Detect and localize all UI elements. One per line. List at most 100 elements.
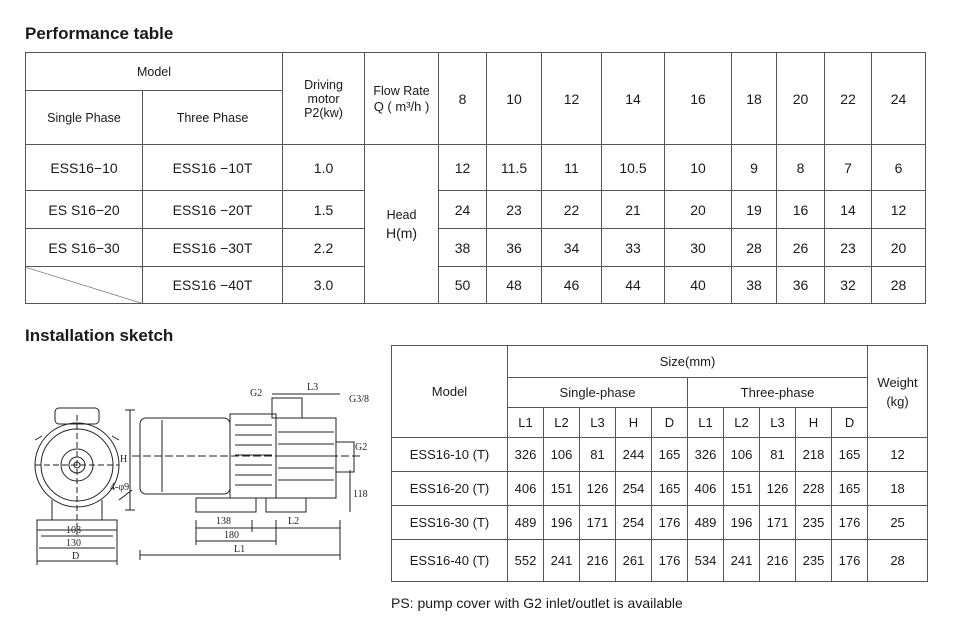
table-cell: L2	[543, 407, 580, 438]
table-cell: 11.5	[486, 144, 543, 191]
three-phase-header: Three Phase	[141, 90, 284, 145]
table-cell: 28	[867, 539, 929, 582]
table-cell: 326	[687, 437, 724, 472]
installation-title: Installation sketch	[25, 326, 174, 345]
table-cell: 196	[723, 505, 760, 540]
table-cell: 10	[664, 144, 733, 191]
table-cell: 165	[830, 437, 869, 472]
table-cell: L3	[579, 407, 616, 438]
dim-138: 138	[216, 516, 231, 527]
table-cell: 22	[541, 190, 603, 229]
footnote: PS: pump cover with G2 inlet/outlet is a…	[391, 595, 683, 611]
size-single-phase-header: Single-phase	[507, 377, 688, 408]
table-cell: 12	[871, 190, 927, 229]
table-cell: 244	[615, 437, 652, 472]
table-cell: 235	[795, 505, 832, 540]
table-cell: 32	[824, 266, 873, 304]
dim-holes: 4-φ9	[110, 482, 129, 493]
dim-g38: G3/8	[349, 394, 369, 405]
table-cell: 23	[486, 190, 543, 229]
table-cell: 26	[776, 228, 826, 267]
table-cell: 10.5	[601, 144, 666, 191]
table-cell: 36	[776, 266, 826, 304]
flow-value: 14	[601, 52, 666, 145]
table-cell: 38	[438, 228, 488, 267]
flow-value: 24	[871, 52, 927, 145]
performance-table: Model Driving motor P2(kw) Flow Rate Q (…	[24, 52, 927, 304]
installation-sketch: G2 L3 G3/8 G2 H 118 138 L2 180 L1 108 13…	[34, 382, 369, 565]
table-cell: 18	[867, 471, 929, 506]
table-cell: 20	[871, 228, 927, 267]
table-cell: 406	[687, 471, 724, 506]
dim-118: 118	[353, 489, 368, 500]
head-label: Head H(m)	[364, 144, 440, 304]
flow-value: 18	[731, 52, 778, 145]
table-cell: 489	[687, 505, 724, 540]
table-cell: 106	[543, 437, 580, 472]
table-cell: 23	[824, 228, 873, 267]
table-cell: 406	[507, 471, 544, 506]
table-cell: 33	[601, 228, 666, 267]
dim-130: 130	[66, 538, 81, 549]
table-cell: 21	[601, 190, 666, 229]
table-cell: 151	[543, 471, 580, 506]
table-cell: 44	[601, 266, 666, 304]
table-cell: 196	[543, 505, 580, 540]
single-phase-header: Single Phase	[25, 90, 143, 145]
table-cell: 38	[731, 266, 778, 304]
table-cell: ESS16-10 (T)	[391, 437, 508, 472]
table-cell: H	[615, 407, 652, 438]
table-cell: 326	[507, 437, 544, 472]
table-cell: L3	[759, 407, 796, 438]
table-row: ES S16−20 ESS16 −20T 1.5 24 23 22 21 20 …	[25, 190, 927, 229]
table-cell: 126	[759, 471, 796, 506]
table-cell: 6	[871, 144, 927, 191]
table-cell: 126	[579, 471, 616, 506]
size-table: Model Size(mm) Weight (kg) Single-phase …	[391, 345, 929, 582]
flow-value: 22	[824, 52, 873, 145]
table-cell: ESS16 −40T	[141, 266, 284, 304]
table-cell: ES S16−30	[25, 228, 143, 267]
table-cell: 46	[541, 266, 603, 304]
table-cell: 151	[723, 471, 760, 506]
table-cell: 8	[776, 144, 826, 191]
table-cell: 24	[438, 190, 488, 229]
table-cell: 40	[664, 266, 733, 304]
table-cell: 1.5	[282, 190, 366, 229]
table-cell: 165	[651, 437, 688, 472]
table-cell: 9	[731, 144, 778, 191]
table-row: ES S16−30 ESS16 −30T 2.2 38 36 34 33 30 …	[25, 228, 927, 267]
weight-header: Weight (kg)	[867, 345, 929, 438]
table-cell: 176	[651, 505, 688, 540]
table-cell: ESS16 −20T	[141, 190, 284, 229]
dim-108: 108	[66, 525, 81, 536]
table-cell: 36	[486, 228, 543, 267]
table-cell: ESS16-40 (T)	[391, 539, 508, 582]
table-cell: 14	[824, 190, 873, 229]
table-row: ESS16 −40T 3.0 50 48 46 44 40 38 36 32 2…	[25, 266, 927, 304]
table-cell: 28	[871, 266, 927, 304]
dim-d: D	[72, 551, 79, 562]
table-cell: 165	[651, 471, 688, 506]
table-cell: ESS16-30 (T)	[391, 505, 508, 540]
table-cell: 241	[723, 539, 760, 582]
table-cell: 28	[731, 228, 778, 267]
table-cell: 34	[541, 228, 603, 267]
table-cell: ESS16-20 (T)	[391, 471, 508, 506]
table-cell: ES S16−20	[25, 190, 143, 229]
table-cell: ESS16 −10T	[141, 144, 284, 191]
table-cell: 176	[830, 539, 869, 582]
table-cell: 19	[731, 190, 778, 229]
flow-rate-header: Flow Rate Q ( m³/h )	[364, 52, 440, 145]
table-cell: 176	[651, 539, 688, 582]
size-model-header: Model	[391, 345, 508, 438]
flow-value: 10	[486, 52, 543, 145]
table-cell: H	[795, 407, 832, 438]
table-cell: 3.0	[282, 266, 366, 304]
empty-diagonal-cell	[25, 266, 143, 304]
table-cell: 48	[486, 266, 543, 304]
flow-value: 20	[776, 52, 826, 145]
